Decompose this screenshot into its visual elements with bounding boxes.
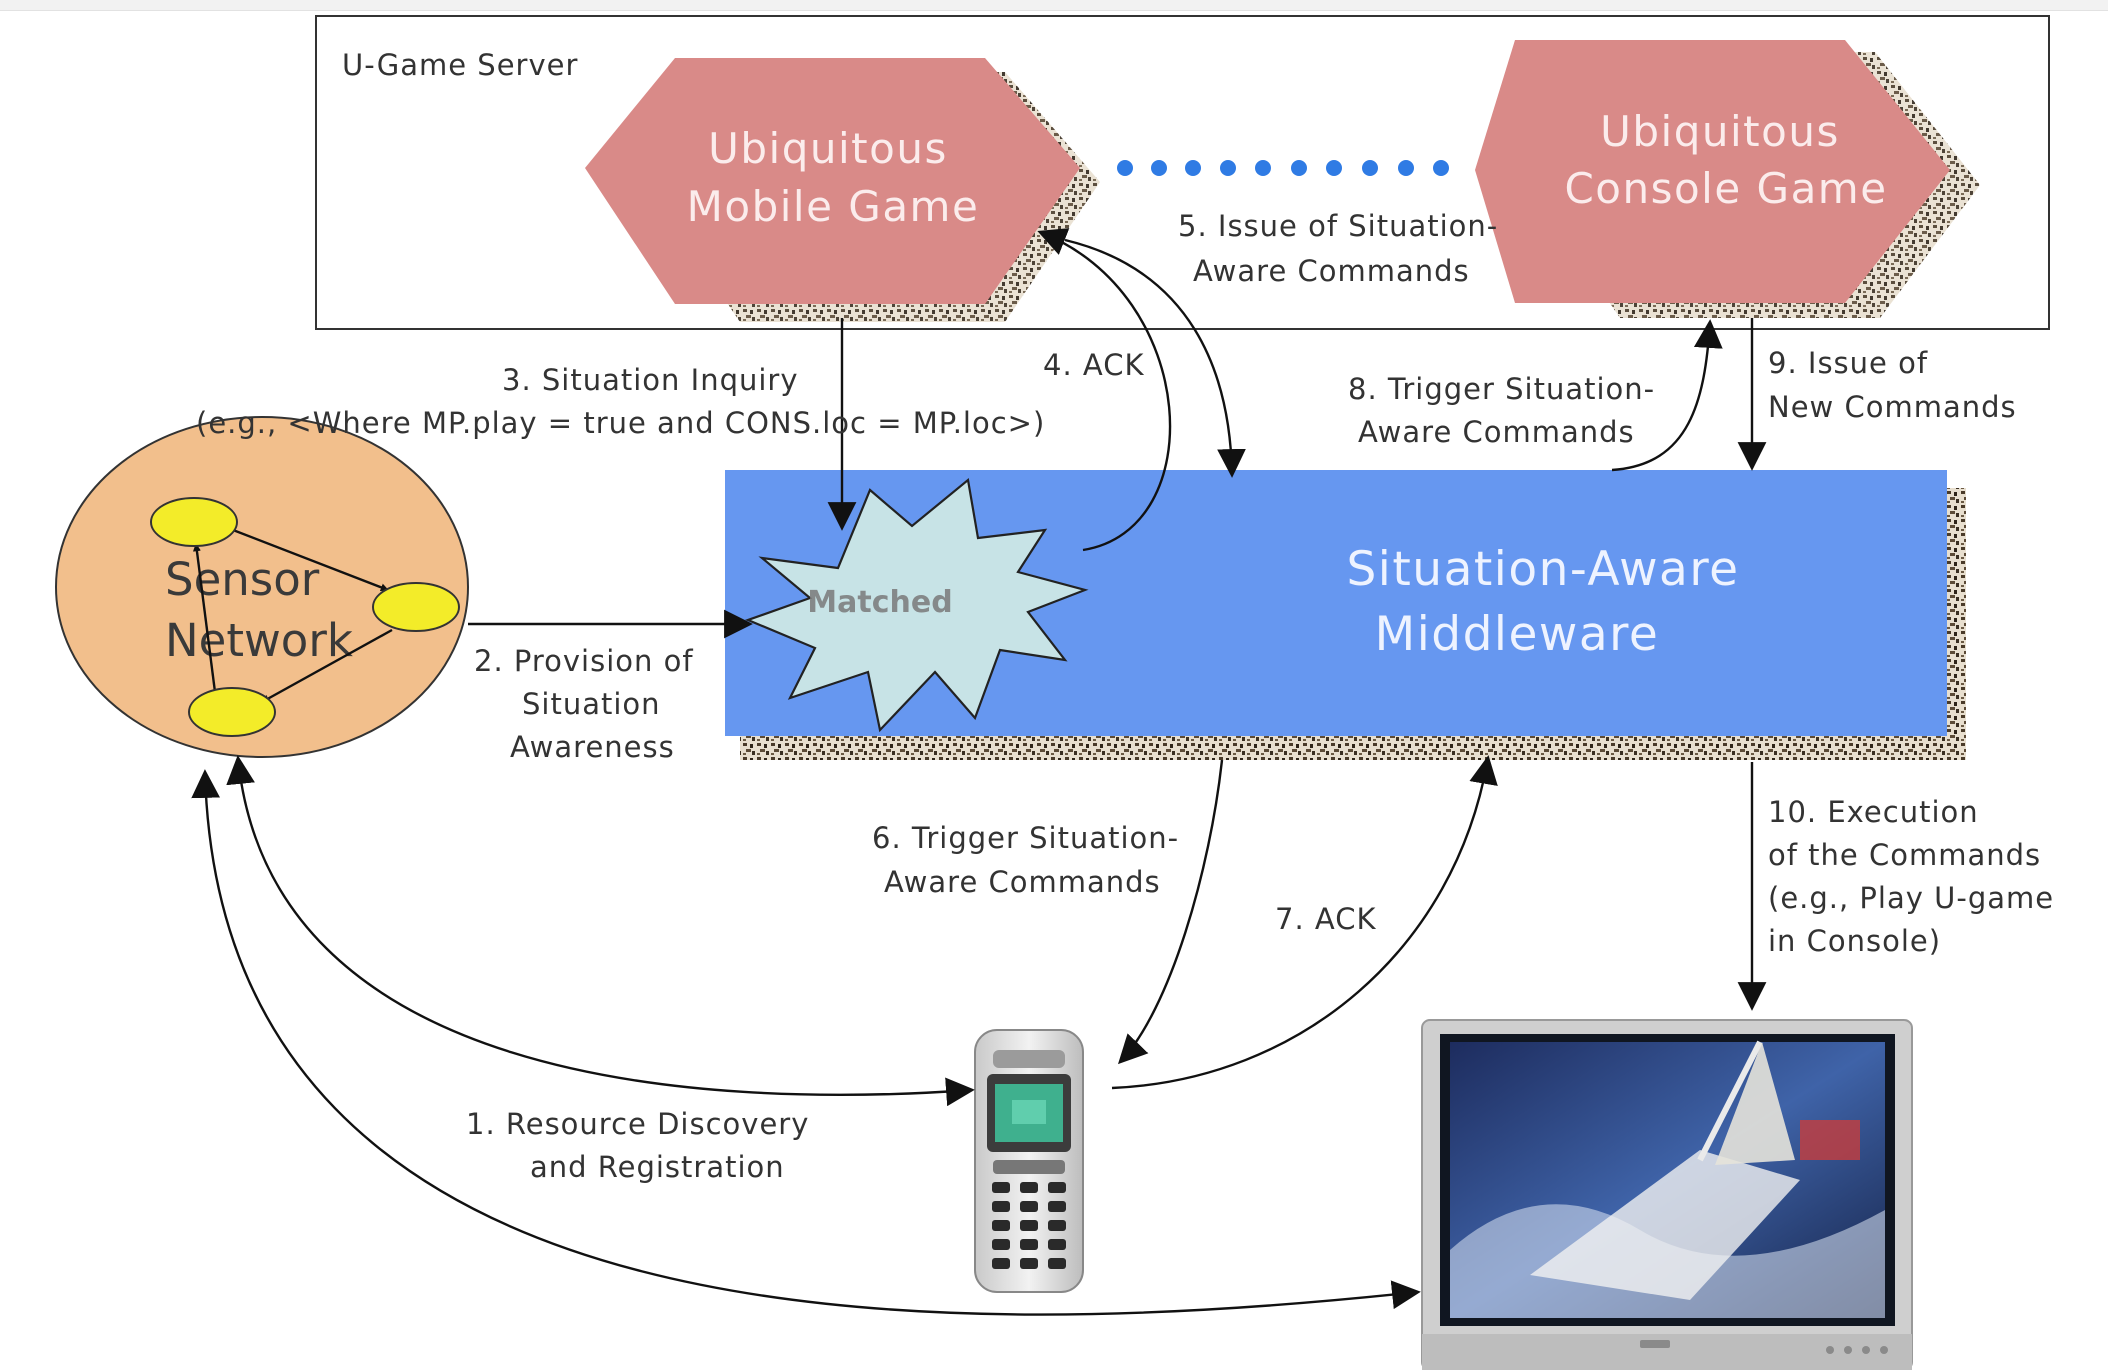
step2-line2: Situation — [522, 687, 661, 721]
step10-line1: 10. Execution — [1768, 795, 1979, 829]
burst-text: Matched — [807, 585, 952, 620]
middleware-line1: Situation-Aware — [1346, 542, 1739, 597]
server-title: U-Game Server — [342, 48, 578, 82]
console-tv-icon — [1421, 1019, 1913, 1370]
sensor-network: Sensor Network — [55, 416, 469, 758]
step10-line3: (e.g., Play U-game — [1768, 881, 2054, 915]
mobile-game-hexagon: Ubiquitous Mobile Game — [585, 58, 1100, 322]
step10-line2: of the Commands — [1768, 838, 2041, 872]
step6-line2: Aware Commands — [884, 865, 1161, 899]
flow-arrows — [191, 228, 1767, 1316]
step7-label: 7. ACK — [1275, 902, 1376, 936]
mobile-game-line2: Mobile Game — [687, 182, 980, 231]
top-bar — [0, 0, 2108, 11]
step6-line1: 6. Trigger Situation- — [872, 821, 1179, 855]
step2-line1: 2. Provision of — [474, 644, 694, 678]
step8-line1: 8. Trigger Situation- — [1348, 372, 1655, 406]
sensor-node — [150, 497, 238, 547]
console-game-line1: Ubiquitous — [1600, 107, 1840, 156]
step3-line2: (e.g., <Where MP.play = true and CONS.lo… — [196, 406, 1045, 440]
console-game-hexagon: Ubiquitous Console Game — [1475, 40, 1980, 318]
step1-line2: and Registration — [530, 1150, 785, 1184]
sensor-line2: Network — [165, 614, 353, 667]
hexagon-dotted-link — [1117, 160, 1449, 176]
sensor-node — [372, 582, 460, 632]
matched-burst: Matched — [744, 477, 1089, 733]
step2-line3: Awareness — [510, 730, 675, 764]
step5-line2: Aware Commands — [1193, 254, 1470, 288]
step5-line1: 5. Issue of Situation- — [1178, 209, 1498, 243]
step9-line1: 9. Issue of — [1768, 346, 1928, 380]
step3-line1: 3. Situation Inquiry — [502, 363, 799, 397]
step10-line4: in Console) — [1768, 924, 1941, 958]
mobile-phone-icon — [974, 1029, 1084, 1293]
middleware-line2: Middleware — [1375, 607, 1660, 662]
step9-line2: New Commands — [1768, 390, 2017, 424]
sensor-node — [188, 687, 276, 737]
step8-line2: Aware Commands — [1358, 415, 1635, 449]
step4-label: 4. ACK — [1043, 348, 1144, 382]
sensor-line1: Sensor — [165, 553, 320, 606]
step1-line1: 1. Resource Discovery — [466, 1107, 809, 1141]
mobile-game-line1: Ubiquitous — [708, 124, 948, 173]
console-game-line2: Console Game — [1564, 164, 1887, 213]
